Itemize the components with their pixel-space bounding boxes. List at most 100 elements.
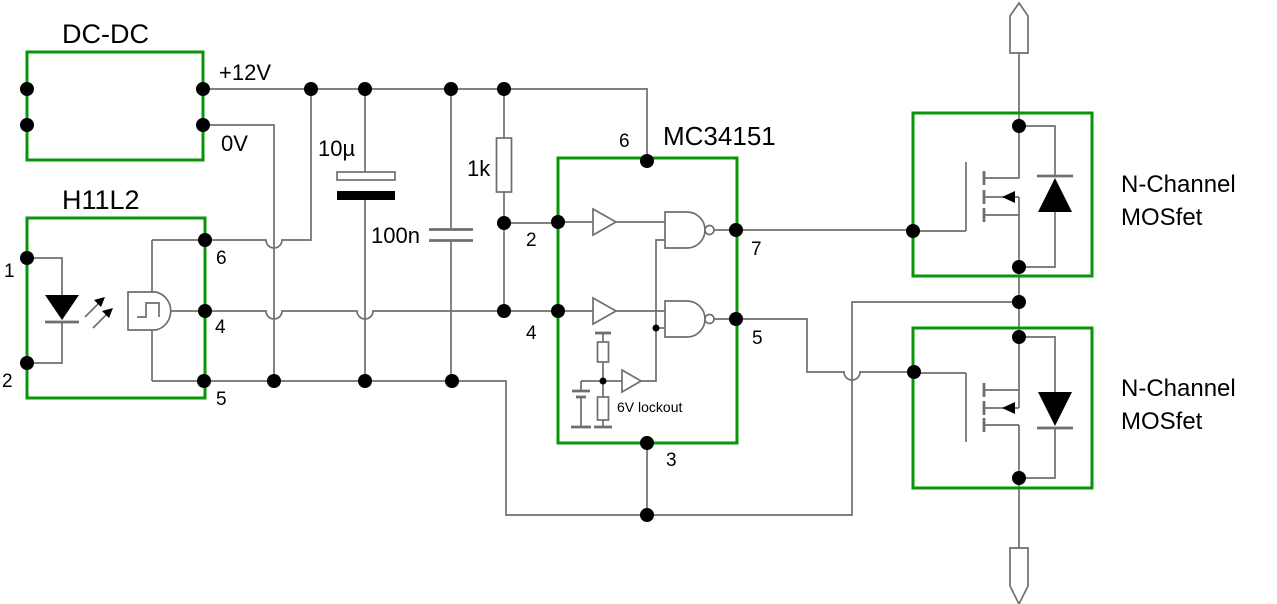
opto-pin2-label: 2 [2,371,13,392]
junction-dot [497,82,511,96]
junction-dot [198,304,212,318]
lockout-label: 6V lockout [617,399,682,415]
wire-0v [203,124,275,381]
mosfet-top-box [911,111,1094,278]
junction-dot [196,118,210,132]
junction-dot [551,304,565,318]
junction-dot [196,82,210,96]
mosfet1-diode-wires [1019,125,1056,268]
light-arrow-head [94,297,105,307]
r1-label: 1k [467,156,491,181]
junction-dot [20,118,34,132]
wire-led-cathode [27,322,63,364]
lockout-comparator [621,368,643,394]
light-arrow-line [92,313,108,329]
junction-dot [20,356,34,370]
junction-dot [497,304,511,318]
wire-led-anode [27,257,63,295]
junction-dot [197,374,211,388]
driver-pin2-label: 2 [526,230,537,251]
mosfet-top-block [911,1,1094,337]
lockout-resistor-bottom [596,396,610,421]
opto-pin4-label: 4 [215,317,226,338]
cap2-label: 100n [371,223,420,248]
mosfet2-body-arrow [1002,402,1015,414]
junction-dot-small [599,377,607,385]
mosfet-bottom-label-1: N-Channel [1121,375,1236,402]
junction-dots [20,82,1026,522]
diode2-triangle [1038,392,1072,426]
terminal-pin-bottom-icon [1009,547,1029,604]
hysteresis-icon [137,302,160,318]
junction-dot [1012,471,1026,485]
junction-dot [358,374,372,388]
mosfet-bottom-box [911,326,1094,490]
nand1-gate [664,211,706,249]
wire-pin5-to-gate2 [736,318,914,381]
junction-dot [1012,330,1026,344]
wire-mosfet2-drain [984,424,1020,478]
wire-mosfet2-source [984,337,1020,408]
diode1-triangle [1038,178,1072,212]
dcdc-title: DC-DC [62,19,149,49]
vcc-label: +12V [219,60,271,85]
junction-dot [729,312,743,326]
mosfet1-body-arrow [1002,191,1015,203]
mosfet2-diode-wires [1019,336,1056,479]
nand2-bubble [704,313,715,325]
resistor-1k-body [495,137,513,193]
terminal-pin-top-icon [1009,1,1029,54]
buffer1-gate [592,207,618,237]
nand1-bubble [704,224,715,236]
mosfet-top-label-1: N-Channel [1121,171,1236,198]
cap1-label: 10µ [318,136,355,161]
nand2-gate [664,300,706,338]
lockout-resistor-top [596,341,610,363]
junction-dot [729,223,743,237]
dcdc-box [25,50,205,162]
wire-lockout-feed [641,239,665,382]
buffer2-gate [592,296,618,326]
lockout-circuit [571,324,660,429]
optocoupler-block [25,216,207,400]
driver-pin6-label: 6 [619,131,630,152]
junction-dot [640,154,654,168]
labels: DC-DC +12V 0V H11L2 1 2 6 4 5 10µ 100n 1… [2,19,1236,471]
gnd-label: 0V [221,131,248,156]
wire-opto-output-signal [205,310,558,320]
driver-pin7-label: 7 [751,239,762,260]
junction-dot [497,216,511,230]
junction-dot [304,82,318,96]
dcdc-block [25,50,205,162]
optocoupler-box [25,216,207,400]
opto-pin5-label: 5 [216,389,227,410]
junction-dot [198,233,212,247]
junction-dot [1012,260,1026,274]
driver-title: MC34151 [663,121,776,151]
wire-vcc-rail [203,88,648,161]
led-triangle [45,295,79,320]
wire-opto-pin6-to-vcc [205,89,312,249]
optocoupler-title: H11L2 [62,185,140,215]
junction-dot-small [652,324,660,332]
junction-dot [1012,119,1026,133]
junction-dot [358,82,372,96]
mosfet2-gate-plate [914,372,967,442]
mosfet1-gate-plate [913,162,967,232]
junction-dot [267,374,281,388]
cap-electrolytic-plate-pos [336,171,396,181]
junction-dot [907,365,921,379]
driver-pin5-label: 5 [752,328,763,349]
wire-gnd-rail [204,301,1019,516]
opto-pin1-label: 1 [4,261,15,282]
light-arrow-head [102,308,113,318]
wire-mosfet1-source [984,197,1020,267]
junction-dot [20,82,34,96]
light-arrow-line [84,302,100,318]
cap-electrolytic-plate-neg [337,191,395,200]
junction-dot [1012,295,1026,309]
schmitt-gate [127,291,172,331]
driver-pin3-label: 3 [666,450,677,471]
mosfet-bottom-label-2: MOSfet [1121,408,1203,435]
